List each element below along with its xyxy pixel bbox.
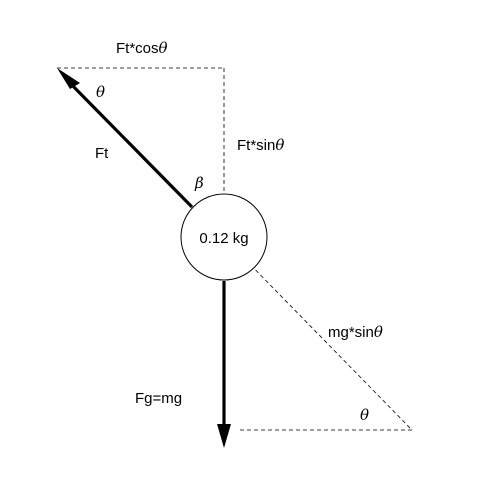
ft-label: Ft bbox=[95, 145, 109, 162]
mg-sin-label: mg*sinθ bbox=[328, 323, 383, 341]
ft-cos-label: Ft*cosθ bbox=[116, 39, 168, 57]
theta-bottom-label: θ bbox=[360, 406, 369, 424]
mass-circle bbox=[180, 193, 268, 281]
tension-arrow bbox=[57, 68, 194, 209]
tension-arrowhead bbox=[57, 68, 80, 89]
mass-label: 0.12 kg bbox=[199, 230, 248, 247]
gravity-arrow bbox=[217, 281, 231, 448]
ft-sin-label: Ft*sinθ bbox=[237, 136, 284, 154]
incline-dashed-line bbox=[235, 249, 413, 431]
fg-label: Fg=mg bbox=[135, 390, 182, 407]
gravity-arrowhead bbox=[217, 424, 231, 448]
beta-label: β bbox=[194, 174, 204, 192]
construction-lines bbox=[57, 67, 413, 431]
tension-arrow-shaft bbox=[64, 77, 194, 209]
theta-top-label: θ bbox=[96, 83, 105, 101]
